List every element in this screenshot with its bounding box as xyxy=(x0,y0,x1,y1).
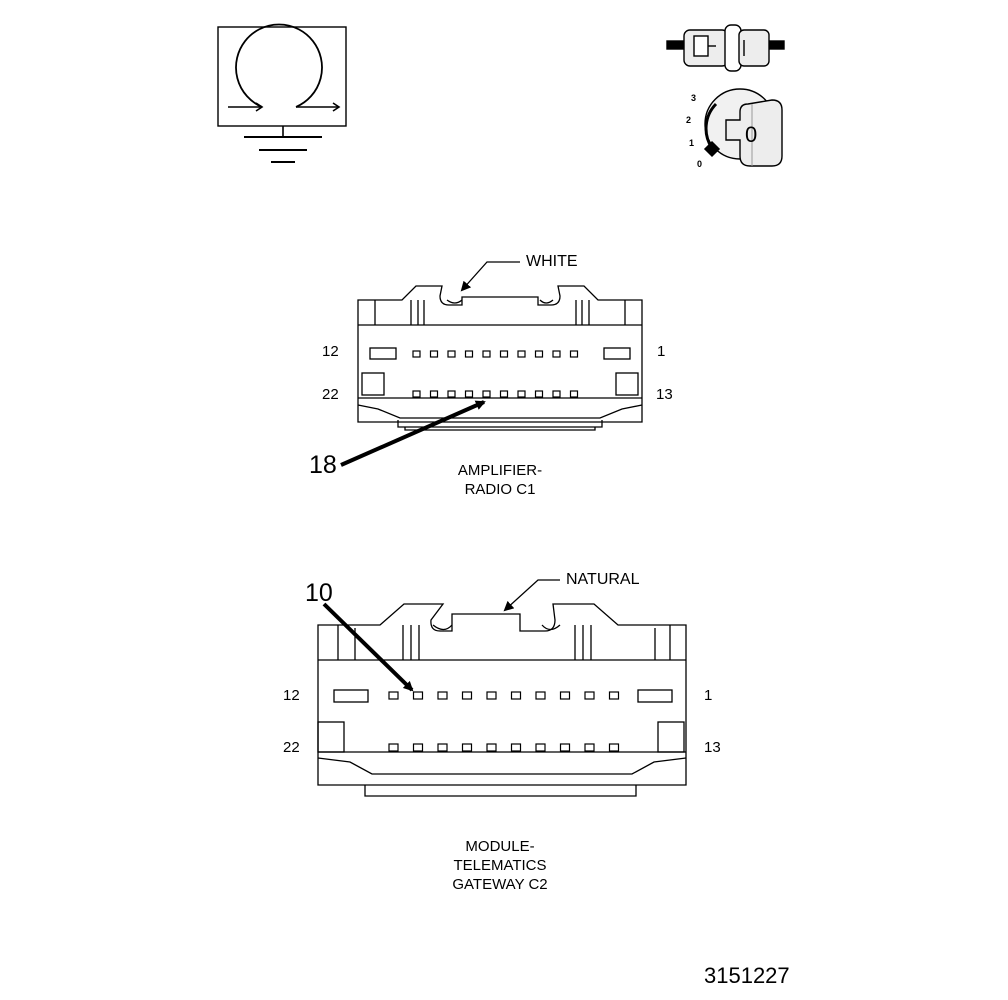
c1-caption: AMPLIFIER- RADIO C1 xyxy=(430,461,570,499)
c2-pin-1-label: 1 xyxy=(704,687,713,704)
c2-top-row-pin-cavity xyxy=(510,691,522,700)
c2-top-row-pin-cavity xyxy=(584,691,595,700)
c2-bottom-row-pin-cavity xyxy=(584,743,595,752)
figure-number: 3151227 xyxy=(704,963,790,988)
connector-c2-leaders xyxy=(322,579,560,692)
c1-bottom-row-pin-cavity xyxy=(499,390,509,398)
c2-color-label: NATURAL xyxy=(566,571,640,588)
c2-top-row-pin-cavity xyxy=(412,691,424,700)
c1-color-label: WHITE xyxy=(526,253,578,270)
connector-c1-pins xyxy=(412,350,579,398)
c2-bottom-row-pin-cavity xyxy=(461,743,473,752)
connector-c1-leaders xyxy=(340,261,520,467)
c1-pin-22-label: 22 xyxy=(322,386,339,403)
c2-callout-pin-number: 10 xyxy=(305,579,333,607)
c2-bottom-row-pin-cavity xyxy=(486,743,497,752)
c1-top-row-pin-cavity xyxy=(464,350,474,358)
connector-c2-pins xyxy=(388,691,620,752)
c1-top-row-pin-cavity xyxy=(552,350,561,358)
c1-top-row-pin-cavity xyxy=(499,350,509,358)
c1-bottom-row-pin-cavity xyxy=(552,390,561,398)
c1-pin-1-label: 1 xyxy=(657,343,666,360)
c2-bottom-row-pin-cavity xyxy=(559,743,571,752)
c1-pin-12-label: 12 xyxy=(322,343,339,360)
c2-top-row-pin-cavity xyxy=(486,691,497,700)
c2-top-row-pin-cavity xyxy=(535,691,546,700)
c1-bottom-row-pin-cavity xyxy=(534,390,544,398)
c1-top-row-pin-cavity xyxy=(447,350,456,358)
c2-caption-line3: GATEWAY C2 xyxy=(452,876,548,893)
c2-pin-12-label: 12 xyxy=(283,687,300,704)
c2-bottom-row-pin-cavity xyxy=(535,743,546,752)
c1-callout-pin-number: 18 xyxy=(309,451,337,479)
c1-top-row-pin-cavity xyxy=(534,350,544,358)
ignition-key-icon xyxy=(703,88,783,167)
c2-top-row-pin-cavity xyxy=(388,691,399,700)
c2-pin-13-label: 13 xyxy=(704,739,721,756)
c1-bottom-row-pin-cavity xyxy=(464,390,474,398)
c2-bottom-row-pin-cavity xyxy=(412,743,424,752)
key-position-1-label: 1 xyxy=(689,138,695,148)
c2-top-row-pin-cavity xyxy=(559,691,571,700)
key-position-0-label: 0 xyxy=(697,159,703,169)
c2-caption: MODULE- TELEMATICS GATEWAY C2 xyxy=(420,837,580,894)
c2-bottom-row-pin-cavity xyxy=(437,743,448,752)
connector-c2-body xyxy=(317,603,687,797)
c2-top-row-pin-cavity xyxy=(437,691,448,700)
c1-caption-line1: AMPLIFIER- xyxy=(457,462,543,479)
connector-c1-body xyxy=(357,285,643,431)
c2-caption-line2: TELEMATICS xyxy=(453,857,547,874)
c2-bottom-row-pin-cavity xyxy=(388,743,399,752)
key-label: 0 xyxy=(745,122,758,147)
c1-bottom-row-pin-cavity xyxy=(569,390,579,398)
c1-top-row-pin-cavity xyxy=(482,350,491,358)
inline-connector-icon xyxy=(666,24,785,72)
c2-pin-22-label: 22 xyxy=(283,739,300,756)
c1-bottom-row-pin-cavity xyxy=(429,390,439,398)
c2-bottom-row-pin-cavity xyxy=(608,743,620,752)
key-position-3-label: 3 xyxy=(691,93,697,103)
c1-top-row-pin-cavity xyxy=(412,350,421,358)
c1-pin-13-label: 13 xyxy=(656,386,673,403)
c1-top-row-pin-cavity xyxy=(429,350,439,358)
c2-bottom-row-pin-cavity xyxy=(510,743,522,752)
c2-top-row-pin-cavity xyxy=(461,691,473,700)
c1-top-row-pin-cavity xyxy=(517,350,526,358)
c1-bottom-row-pin-cavity xyxy=(412,390,421,398)
ground-icon xyxy=(217,23,347,163)
c1-bottom-row-pin-cavity xyxy=(482,390,491,398)
c1-bottom-row-pin-cavity xyxy=(517,390,526,398)
c1-caption-line2: RADIO C1 xyxy=(464,481,536,498)
c1-top-row-pin-cavity xyxy=(569,350,579,358)
key-position-2-label: 2 xyxy=(686,115,692,125)
c1-bottom-row-pin-cavity xyxy=(447,390,456,398)
c2-top-row-pin-cavity xyxy=(608,691,620,700)
c2-caption-line1: MODULE- xyxy=(465,838,535,855)
